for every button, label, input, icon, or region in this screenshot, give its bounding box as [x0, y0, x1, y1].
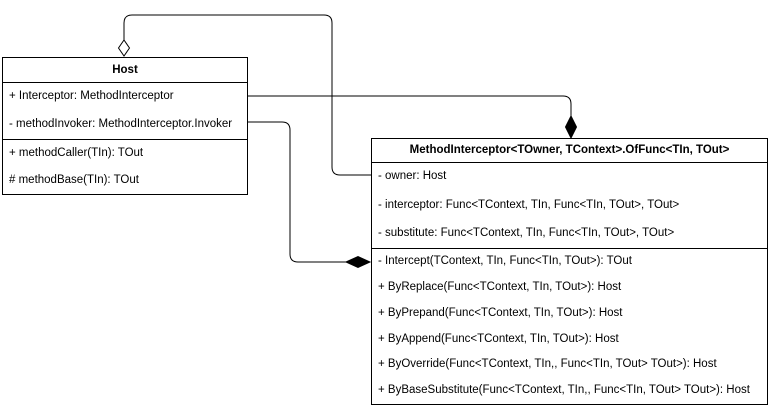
method-row: + ByReplace(Func<TContext, TIn, TOut>): … — [378, 280, 622, 293]
offunc-methods-compartment: - Intercept(TContext, TIn, Func<TIn, TOu… — [372, 249, 767, 404]
class-box-host: Host + Interceptor: MethodInterceptor - … — [2, 57, 248, 195]
attribute-row: + Interceptor: MethodInterceptor — [9, 90, 174, 103]
class-title-host: Host — [3, 58, 247, 83]
aggregation-diamond-icon — [117, 39, 131, 57]
method-row: + ByBaseSubstitute(Func<TContext, TIn,, … — [378, 384, 750, 397]
method-row: - Intercept(TContext, TIn, Func<TIn, TOu… — [378, 255, 632, 268]
method-row: + ByAppend(Func<TContext, TIn, TOut>): H… — [378, 332, 619, 345]
aggregation-edge-owner — [123, 14, 372, 176]
composition-edge-method-invoker — [248, 121, 346, 263]
class-box-offunc: MethodInterceptor<TOwner, TContext>.OfFu… — [371, 138, 768, 405]
composition-edge-interceptor — [248, 95, 572, 116]
method-row: + ByPrepand(Func<TContext, TIn, TOut>): … — [378, 306, 623, 319]
method-row: + ByOverride(Func<TContext, TIn,, Func<T… — [378, 358, 717, 371]
host-methods-compartment: + methodCaller(TIn): TOut # methodBase(T… — [3, 140, 247, 194]
method-row: # methodBase(TIn): TOut — [9, 173, 139, 186]
class-title-offunc: MethodInterceptor<TOwner, TContext>.OfFu… — [372, 139, 767, 163]
offunc-attributes-compartment: - owner: Host - interceptor: Func<TConte… — [372, 163, 767, 249]
host-attributes-compartment: + Interceptor: MethodInterceptor - metho… — [3, 83, 247, 140]
method-row: + methodCaller(TIn): TOut — [9, 146, 144, 159]
attribute-row: - methodInvoker: MethodInterceptor.Invok… — [9, 118, 233, 131]
composition-diamond-icon — [344, 255, 372, 269]
attribute-row: - owner: Host — [378, 170, 447, 183]
edge-group — [117, 14, 578, 269]
attribute-row: - substitute: Func<TContext, TIn, Func<T… — [378, 227, 675, 240]
composition-diamond-icon — [564, 114, 578, 140]
attribute-row: - interceptor: Func<TContext, TIn, Func<… — [378, 198, 680, 211]
